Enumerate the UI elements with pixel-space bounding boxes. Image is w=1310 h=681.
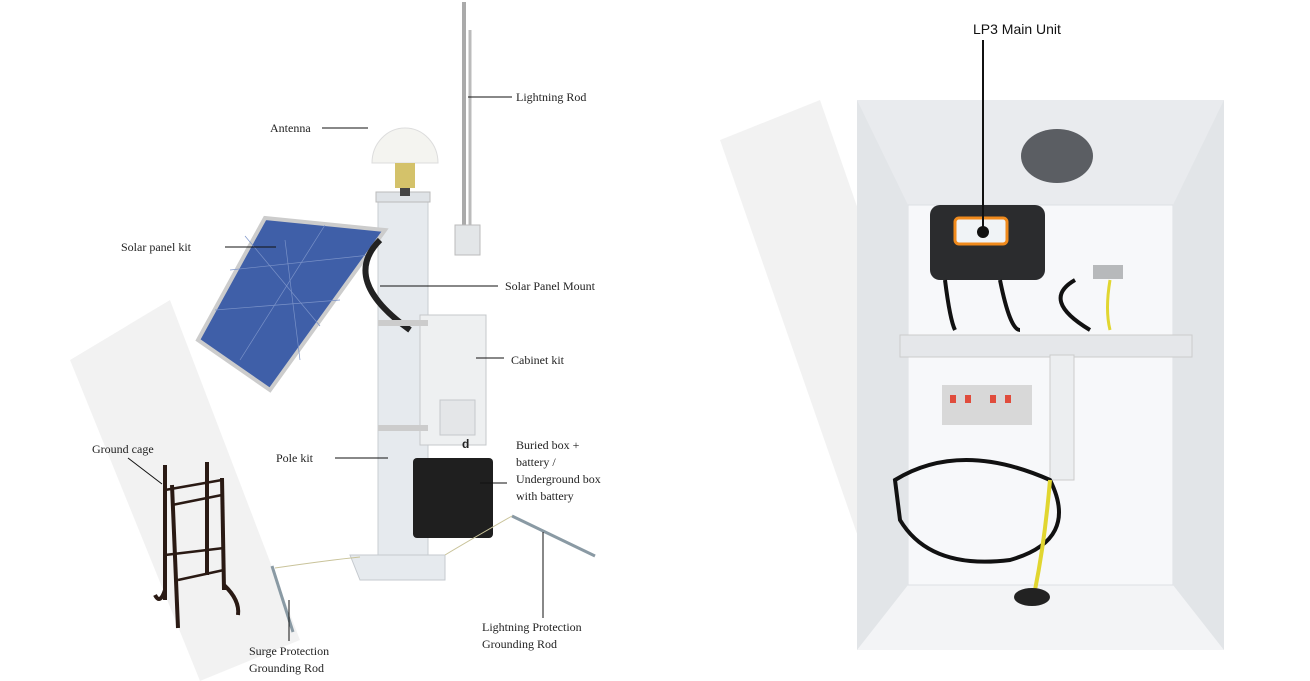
label-solar-panel-kit: Solar panel kit: [121, 240, 191, 254]
cabinet-mark: d: [462, 437, 470, 451]
enclosure-photo: [857, 40, 1224, 650]
label-cabinet-kit: Cabinet kit: [511, 353, 564, 367]
cabinet-image: [378, 314, 487, 446]
lightning-rod-image: [454, 2, 481, 256]
label-ground-cage: Ground cage: [92, 442, 154, 456]
watermark: [70, 100, 980, 681]
label-lightning-rod: Lightning Rod: [516, 90, 587, 104]
label-lightning-ground-rod: Lightning Protection Grounding Rod: [482, 620, 582, 651]
battery-box-image: [413, 458, 493, 538]
ground-cage-leader: [127, 457, 163, 485]
solar-panel-image: [195, 215, 389, 393]
label-buried-box: Buried box + battery / Underground box w…: [516, 438, 601, 503]
label-pole-kit: Pole kit: [276, 451, 314, 465]
lightning-ground-rod-image: [511, 514, 596, 558]
pole-base: [349, 554, 446, 581]
label-solar-panel-mount: Solar Panel Mount: [505, 279, 595, 293]
antenna-image: [371, 127, 439, 196]
label-surge-rod: Surge Protection Grounding Rod: [249, 644, 330, 675]
label-main-unit: LP3 Main Unit: [973, 21, 1061, 37]
ground-cage-image: [153, 462, 241, 629]
label-antenna: Antenna: [270, 121, 311, 135]
cable: [362, 237, 412, 333]
